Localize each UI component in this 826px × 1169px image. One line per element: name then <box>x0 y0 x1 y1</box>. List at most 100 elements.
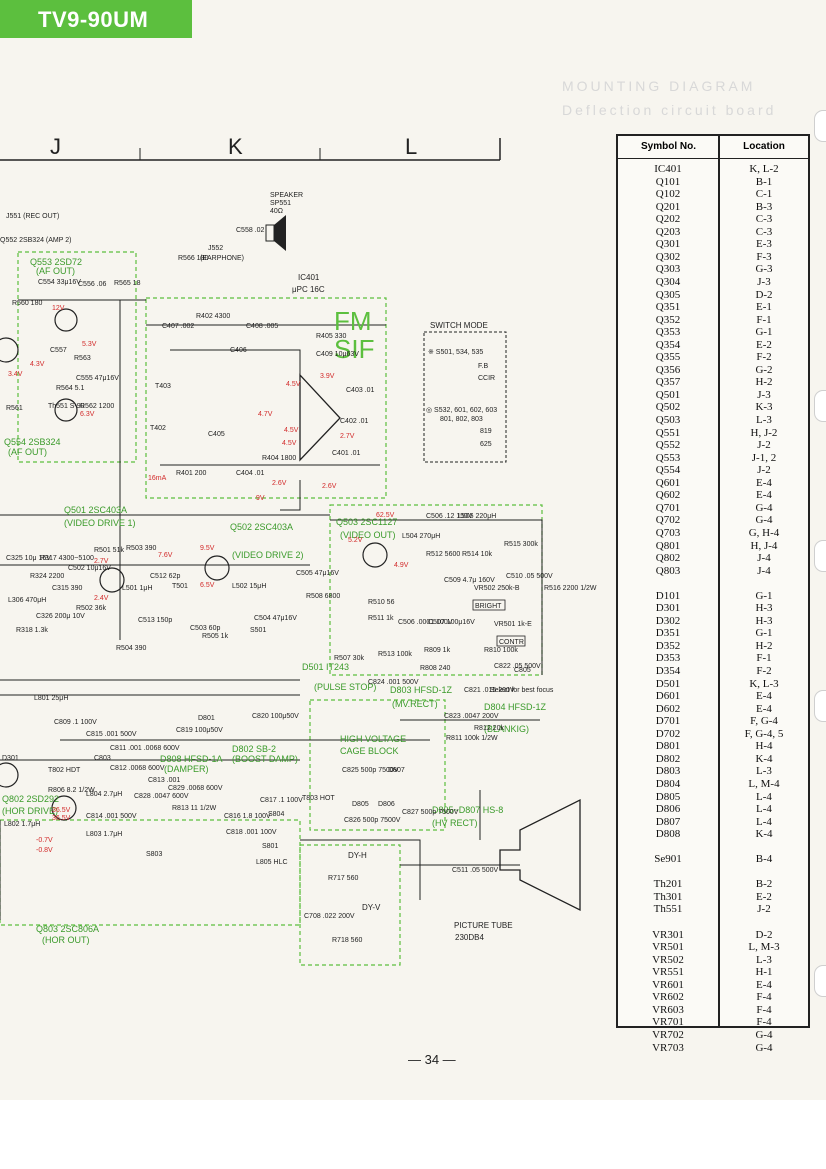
location-cell: G-3 <box>755 263 773 276</box>
component-label-s501: S501 <box>250 627 266 634</box>
component-label-r404: R404 1800 <box>262 455 296 462</box>
component-label-vr502: VR502 250k-B <box>474 585 520 592</box>
symbol-cell: D808 <box>655 828 681 841</box>
component-label-c812: C812 .0068 600V <box>110 765 165 772</box>
component-label-r512: R512 5600 <box>426 551 460 558</box>
component-label-r516: R516 2200 1/2W <box>544 585 597 592</box>
component-label-t402: T402 <box>150 425 166 432</box>
voltage-reading: 5.2V <box>348 537 363 544</box>
component-label-c823: C823 .0047 200V <box>444 713 499 720</box>
location-cell: K, L-3 <box>749 677 779 690</box>
component-label-r717: R717 560 <box>328 875 358 882</box>
table-row: VR301 D-2 <box>618 929 808 942</box>
component-label-r511: R511 1k <box>368 615 394 622</box>
symbol-cell: VR702 <box>652 1028 684 1041</box>
component-label-r405: R405 330 <box>316 333 346 340</box>
voltage-reading: 4.5V <box>282 440 297 447</box>
location-cell: L, M-4 <box>748 777 780 790</box>
table-row: Q303 G-3 <box>618 263 808 276</box>
voltage-reading: 9.5V <box>200 545 215 552</box>
component-label-c828: C828 .0047 600V <box>134 793 189 800</box>
location-cell: L-4 <box>756 790 772 803</box>
table-row <box>618 577 808 590</box>
table-row: Q801 H, J-4 <box>618 540 808 553</box>
component-label-c824: C824 .001 500V <box>368 679 419 686</box>
component-label-c513: C513 150p <box>138 617 172 624</box>
component-label-c819: C819 100μ50V <box>176 727 223 734</box>
location-cell: K-3 <box>755 401 773 414</box>
table-row: Q101 B-1 <box>618 176 808 189</box>
symbol-cell: D804 <box>655 777 681 790</box>
location-cell: L-3 <box>756 765 772 778</box>
hv-block-line2: CAGE BLOCK <box>340 746 399 756</box>
table-row: D804 L, M-4 <box>618 778 808 791</box>
d808-note: (DAMPER) <box>164 764 209 774</box>
location-cell: L-4 <box>756 803 772 816</box>
component-label-s803: S803 <box>146 851 162 858</box>
component-label-l504: L504 270μH <box>402 533 440 540</box>
symbol-cell: Q102 <box>655 188 681 201</box>
dy-h-label: DY-H <box>348 851 367 860</box>
switch-fb: F.B <box>478 363 488 370</box>
symbol-cell: VR301 <box>652 928 684 941</box>
binder-hole <box>814 690 826 722</box>
q553-note: (AF OUT) <box>36 266 75 276</box>
component-label-t803: T803 HOT <box>302 795 335 802</box>
voltage-reading: 3.9V <box>320 373 335 380</box>
speaker-ohm: 40Ω <box>270 208 283 215</box>
component-label-s804: S804 <box>268 811 284 818</box>
component-label-c409: C409 10μ63V <box>316 351 359 358</box>
symbol-cell: D702 <box>655 727 681 740</box>
component-label-d805: D805 <box>352 801 369 808</box>
symbol-cell: Q301 <box>655 238 681 251</box>
switch-ccir: CCIR <box>478 375 495 382</box>
component-label-r501: R501 51k <box>94 547 124 554</box>
table-row <box>618 841 808 854</box>
location-cell: J-4 <box>757 552 771 565</box>
component-label-c325: C325 10μ 16V <box>6 555 51 562</box>
ghost-subheading: Deflection circuit board <box>562 102 777 118</box>
ic401-ref: IC401 <box>298 273 320 282</box>
component-label-d806: D806 <box>378 801 395 808</box>
symbol-cell: Q801 <box>655 539 681 552</box>
component-label-c408: C408 .005 <box>246 323 278 330</box>
ghost-heading: MOUNTING DIAGRAM <box>562 78 756 94</box>
component-label-c708: C708 .022 200V <box>304 913 355 920</box>
location-cell: H, J-4 <box>750 539 778 552</box>
switch-625: 625 <box>480 441 492 448</box>
component-label-c511: C511 .05 500V <box>452 867 499 874</box>
component-label-c505: C505 47μ16V <box>296 570 339 577</box>
symbol-cell: Th201 <box>653 878 683 891</box>
location-cell: J-3 <box>757 388 771 401</box>
symbol-cell: Q303 <box>655 263 681 276</box>
d501-ref: D501 IT243 <box>302 662 349 672</box>
voltage-reading: 4.7V <box>258 411 273 418</box>
location-cell: E-2 <box>756 338 772 351</box>
location-cell: C-1 <box>755 188 773 201</box>
location-cell: E-4 <box>756 702 772 715</box>
location-cell: K, L-2 <box>749 163 779 175</box>
symbol-cell: Q101 <box>655 175 681 188</box>
location-cell: D-2 <box>755 928 773 941</box>
symbol-cell: VR551 <box>652 966 684 979</box>
location-cell: E-4 <box>756 978 772 991</box>
location-cell: B-1 <box>755 175 773 188</box>
symbol-cell: D701 <box>655 715 681 728</box>
binder-hole <box>814 965 826 997</box>
location-cell: E-3 <box>756 238 772 251</box>
symbol-cell: IC401 <box>654 163 682 175</box>
